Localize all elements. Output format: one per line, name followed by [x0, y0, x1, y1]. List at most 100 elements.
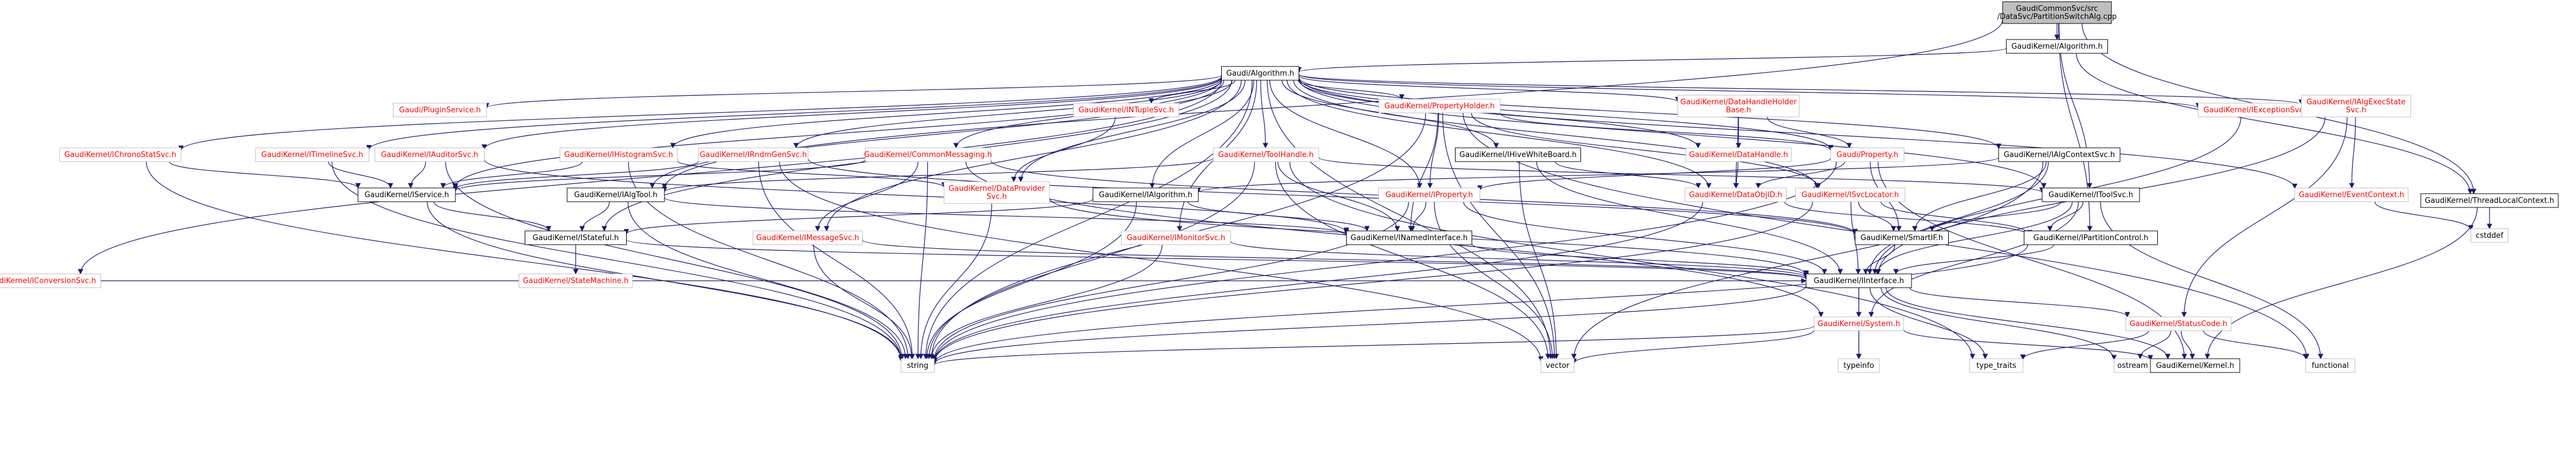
edge-propholder-to-svclocator	[1470, 112, 1822, 189]
node-statuscode[interactable]: GaudiKernel/StatusCode.h	[2125, 316, 2232, 331]
node-system[interactable]: GaudiKernel/System.h	[1814, 316, 1904, 331]
node-label: GaudiKernel/IToolSvc.h	[2048, 191, 2133, 199]
node-root[interactable]: GaudiCommonSvc/src/DataSvc/PartitionSwit…	[1997, 1, 2117, 24]
node-iinterface[interactable]: GaudiKernel/IInterface.h	[1806, 273, 1912, 288]
edge-itoolsvc-to-smartif	[1929, 201, 2061, 232]
edge-imonitor-to-iinterface	[1230, 241, 1809, 278]
node-istateful[interactable]: GaudiKernel/IStateful.h	[525, 230, 627, 245]
edge-ialgctx-to-ialgorithm	[1195, 157, 1999, 193]
node-iservice[interactable]: GaudiKernel/IService.h	[357, 187, 456, 202]
node-label: GaudiKernel/IMonitorSvc.h	[1127, 234, 1225, 242]
node-label: GaudiKernel/IAlgContextSvc.h	[2004, 151, 2115, 159]
node-statemachine[interactable]: GaudiKernel/StateMachine.h	[518, 273, 633, 288]
node-g_algorithm[interactable]: Gaudi/Algorithm.h	[1221, 66, 1299, 81]
node-ihisto[interactable]: GaudiKernel/IHistogramSvc.h	[560, 147, 678, 162]
node-gk_algorithm[interactable]: GaudiKernel/Algorithm.h	[2006, 39, 2108, 54]
node-box	[865, 147, 991, 162]
edge-g_algorithm-to-dataprovider	[1018, 80, 1246, 182]
node-imonitor[interactable]: GaudiKernel/IMonitorSvc.h	[1121, 230, 1231, 245]
node-box	[393, 103, 487, 117]
edge-g_algorithm-to-dataobjid	[1287, 80, 1712, 189]
node-ialgctx[interactable]: GaudiKernel/IAlgContextSvc.h	[1998, 147, 2121, 162]
node-inamed[interactable]: GaudiKernel/INamedInterface.h	[1346, 230, 1472, 245]
node-label: GaudiKernel/System.h	[1818, 320, 1900, 328]
node-threadlocal[interactable]: GaudiKernel/ThreadLocalContext.h	[2420, 193, 2559, 208]
node-smartif[interactable]: GaudiKernel/SmartIF.h	[1855, 230, 1949, 245]
node-iproperty[interactable]: GaudiKernel/IProperty.h	[1378, 187, 1480, 202]
edge-g_algorithm-to-toolhandle	[1260, 80, 1268, 148]
node-kernel[interactable]: GaudiKernel/Kernel.h	[2150, 358, 2240, 373]
node-label: GaudiKernel/EventContext.h	[2299, 191, 2404, 199]
node-propholder[interactable]: GaudiKernel/PropertyHolder.h	[1378, 99, 1501, 113]
edge-ialgtool-to-inamed	[664, 197, 1349, 236]
edge-commonmsg-to-string	[915, 161, 929, 359]
node-box	[1092, 187, 1199, 202]
node-datahandle[interactable]: GaudiKernel/DataHandle.h	[1685, 147, 1792, 162]
edge-irndm-to-iservice	[453, 160, 699, 190]
edge-g_algorithm-to-ialgctx	[1298, 77, 2001, 150]
edge-statuscode-to-kernel	[2181, 330, 2196, 359]
node-box	[567, 187, 665, 202]
edge-gk_algorithm-to-g_algorithm	[1296, 48, 2007, 73]
node-g_property[interactable]: Gaudi/Property.h	[1830, 147, 1905, 162]
node-iauditor[interactable]: GaudiKernel/IAuditorSvc.h	[375, 147, 485, 162]
edge-eventctx-to-cstddef	[2374, 201, 2474, 231]
node-label: GaudiKernel/IMessageSvc.h	[756, 234, 859, 242]
node-label: GaudiKernel/ToolHandle.h	[1218, 151, 1314, 159]
node-commonmsg[interactable]: GaudiKernel/CommonMessaging.h	[864, 147, 992, 162]
node-itimeline[interactable]: GaudiKernel/ITimelineSvc.h	[255, 147, 369, 162]
edge-iauditor-to-inamed	[483, 159, 1350, 233]
node-imessagesvc[interactable]: GaudiKernel/IMessageSvc.h	[753, 230, 863, 245]
node-ihivewb[interactable]: GaudiKernel/IHiveWhiteBoard.h	[1455, 147, 1581, 162]
edge-toolhandle-to-vector	[1275, 161, 1551, 359]
node-ialgtool[interactable]: GaudiKernel/IAlgTool.h	[567, 187, 665, 202]
node-box	[2042, 187, 2140, 202]
node-dataobjid[interactable]: GaudiKernel/DataObjID.h	[1685, 187, 1787, 202]
edge-propholder-to-inamed	[1407, 112, 1438, 232]
node-label: GaudiKernel/IHistogramSvc.h	[564, 151, 673, 159]
node-box	[1838, 358, 1880, 373]
node-ialgorithm[interactable]: GaudiKernel/IAlgorithm.h	[1092, 187, 1199, 202]
node-label: GaudiKernel/IService.h	[364, 191, 449, 199]
node-box	[2024, 230, 2158, 245]
node-label: GaudiKernel/DataHandle.h	[1689, 151, 1788, 159]
node-label: Gaudi/Property.h	[1836, 151, 1898, 159]
edge-system-to-vector	[1571, 329, 1815, 364]
node-typeinfo: typeinfo	[1838, 358, 1880, 373]
node-irndm[interactable]: GaudiKernel/IRndmGenSvc.h	[698, 147, 808, 162]
edge-ihivewb-to-dataobjid	[1555, 161, 1701, 189]
edge-iinterface-to-string	[931, 285, 1807, 365]
edge-g_algorithm-to-iexcept	[1298, 74, 2201, 109]
node-itoolsvc[interactable]: GaudiKernel/IToolSvc.h	[2042, 187, 2140, 202]
edge-datahandle-to-dataobjid	[1733, 161, 1739, 189]
edge-propholder-to-iproperty	[1427, 112, 1440, 189]
node-toolhandle[interactable]: GaudiKernel/ToolHandle.h	[1213, 147, 1319, 162]
node-iconversion[interactable]: GaudiKernel/IConversionSvc.h	[0, 273, 101, 288]
node-eventctx[interactable]: GaudiKernel/EventContext.h	[2294, 187, 2409, 202]
node-iexcept[interactable]: GaudiKernel/IExceptionSvc.h	[2198, 103, 2316, 117]
node-plugin[interactable]: Gaudi/PluginService.h	[393, 103, 487, 117]
edge-g_algorithm-to-ialgexec	[1298, 74, 2304, 105]
edge-iauditor-to-string	[445, 161, 904, 359]
node-label: GaudiKernel/ITimelineSvc.h	[261, 151, 363, 159]
node-label: GaudiKernel/ThreadLocalContext.h	[2425, 197, 2554, 205]
node-ichrono[interactable]: GaudiKernel/IChronoStatSvc.h	[59, 147, 182, 162]
edge-g_algorithm-to-dhhbase	[1298, 76, 1681, 103]
edge-itoolsvc-to-iinterface	[1874, 201, 2073, 274]
edge-ihisto-to-string	[628, 161, 911, 359]
edge-svclocator-to-smartif	[1858, 201, 1897, 232]
node-box	[900, 358, 935, 373]
node-box	[1121, 230, 1231, 245]
edge-irndm-to-string	[758, 161, 915, 359]
node-ipartition[interactable]: GaudiKernel/IPartitionControl.h	[2024, 230, 2158, 245]
edge-g_algorithm-to-ialgtool	[649, 80, 1224, 189]
node-svclocator[interactable]: GaudiKernel/ISvcLocator.h	[1795, 187, 1905, 202]
edge-toolhandle-to-string	[926, 161, 1255, 359]
edge-g_algorithm-to-ihisto	[670, 78, 1222, 148]
edge-toolhandle-to-type_traits	[1289, 161, 1976, 359]
node-intuple[interactable]: GaudiKernel/INTupleSvc.h	[1073, 103, 1179, 117]
